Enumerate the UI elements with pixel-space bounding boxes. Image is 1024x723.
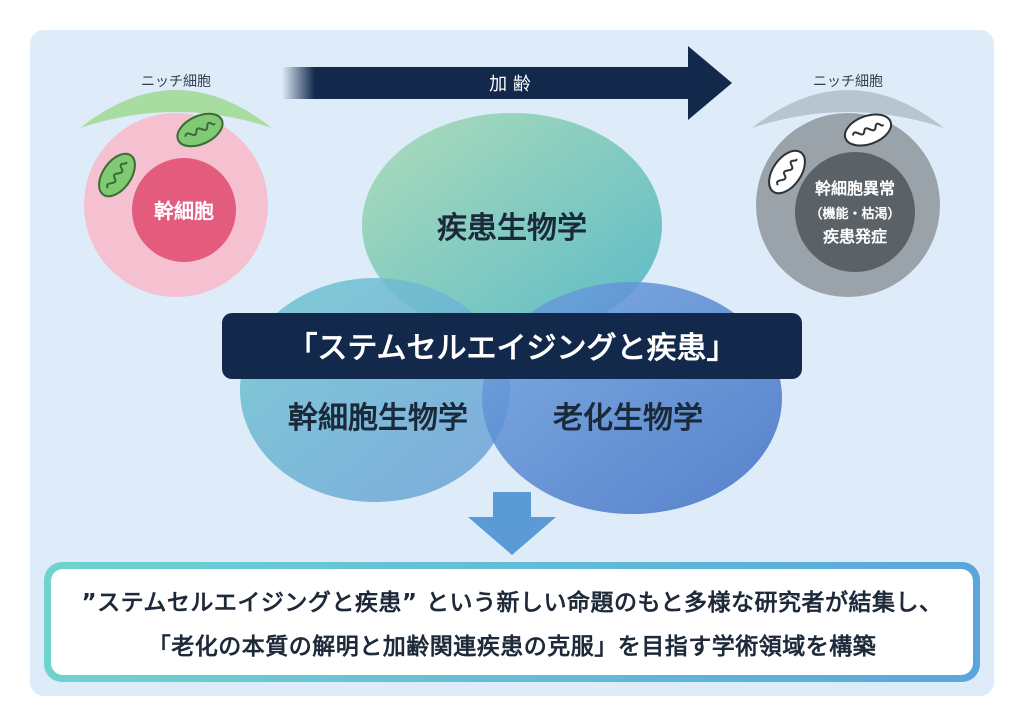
niche-label-young: ニッチ細胞 <box>141 74 211 90</box>
niche-cell-aged <box>752 90 944 128</box>
mitochondria-icon <box>98 152 136 198</box>
venn-circle-disease-biology <box>362 113 662 337</box>
aged-stem-cell-group: ニッチ細胞 幹細胞異常 （機能・枯渇） 疾患発症 <box>752 74 944 297</box>
summary-box: ”ステムセルエイジングと疾患” という新しい命題のもと多様な研究者が結集し、 「… <box>44 562 980 682</box>
down-arrow-icon <box>468 492 556 555</box>
mitochondria-icon <box>176 112 224 148</box>
summary-content: ”ステムセルエイジングと疾患” という新しい命題のもと多様な研究者が結集し、 「… <box>51 569 973 675</box>
aged-cell-line-3: 疾患発症 <box>823 227 887 246</box>
title-bar: 「ステムセルエイジングと疾患」 <box>222 313 802 379</box>
mitochondria-aged-icon <box>768 149 806 195</box>
aged-cell-line-1: 幹細胞異常 <box>815 179 895 198</box>
stem-cell-core-young <box>132 158 236 262</box>
title-text: 「ステムセルエイジングと疾患」 <box>287 331 736 366</box>
summary-line-2: 「老化の本質の解明と加齢関連疾患の克服」を目指す学術領域を構築 <box>147 634 877 660</box>
young-stem-cell-group: ニッチ細胞 幹細胞 <box>80 74 272 297</box>
aging-label: 加 齢 <box>489 74 531 95</box>
mitochondria-aged-icon <box>843 113 893 147</box>
venn-label-right: 老化生物学 <box>553 401 703 436</box>
stem-cell-label: 幹細胞 <box>154 199 214 223</box>
summary-line-1: ”ステムセルエイジングと疾患” という新しい命題のもと多様な研究者が結集し、 <box>81 590 943 616</box>
venn-label-top: 疾患生物学 <box>437 211 587 246</box>
venn-circle-stem-cell-biology <box>240 278 510 502</box>
niche-cell-young <box>80 90 272 128</box>
aging-arrow: 加 齢 <box>282 46 732 120</box>
aged-cell-line-2: （機能・枯渇） <box>809 206 900 222</box>
niche-label-aged: ニッチ細胞 <box>813 74 883 90</box>
stem-cell-core-aged <box>795 152 915 272</box>
venn-label-left: 幹細胞生物学 <box>288 401 468 436</box>
